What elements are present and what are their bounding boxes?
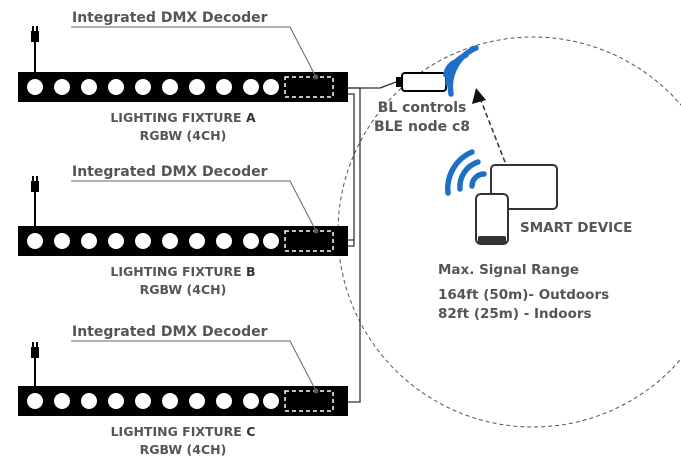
node-label-line2: BLE node c8 (374, 119, 470, 135)
dmx-decoder-box (284, 390, 334, 412)
fixture-type: RGBW (4CH) (140, 442, 227, 457)
range-indoors: 82ft (25m) - Indoors (438, 306, 592, 322)
node-label-line1: BL controls (378, 100, 467, 116)
fixture-a: Integrated DMX Decoder LIGHTING FIXTURE … (18, 10, 348, 143)
power-plug-icon (31, 342, 39, 388)
decoder-label: Integrated DMX Decoder (72, 10, 268, 26)
decoder-label: Integrated DMX Decoder (72, 324, 268, 340)
range-outdoors: 164ft (50m)- Outdoors (438, 287, 609, 303)
decoder-label: Integrated DMX Decoder (72, 164, 268, 180)
fixture-name: LIGHTING FIXTURE C (111, 424, 256, 439)
led-row (27, 79, 279, 95)
led-row (27, 233, 279, 249)
fixture-name: LIGHTING FIXTURE A (110, 110, 256, 125)
wifi-signal-icon (443, 45, 479, 97)
fixture-name: LIGHTING FIXTURE B (110, 264, 255, 279)
fixture-c: Integrated DMX Decoder LIGHTING FIXTURE … (18, 324, 348, 457)
fixture-b: Integrated DMX Decoder LIGHTING FIXTURE … (18, 164, 348, 297)
power-plug-icon (31, 176, 39, 228)
dmx-decoder-box (284, 76, 334, 98)
wifi-signal-icon (445, 149, 487, 196)
power-plug-icon (31, 26, 39, 74)
led-row (27, 393, 279, 409)
range-title: Max. Signal Range (438, 262, 579, 278)
ble-node-icon (396, 72, 447, 92)
smartphone-icon (475, 193, 509, 245)
dmx-decoder-box (284, 230, 334, 252)
fixture-type: RGBW (4CH) (140, 282, 227, 297)
fixture-type: RGBW (4CH) (140, 128, 227, 143)
smart-device-label: SMART DEVICE (520, 220, 632, 236)
